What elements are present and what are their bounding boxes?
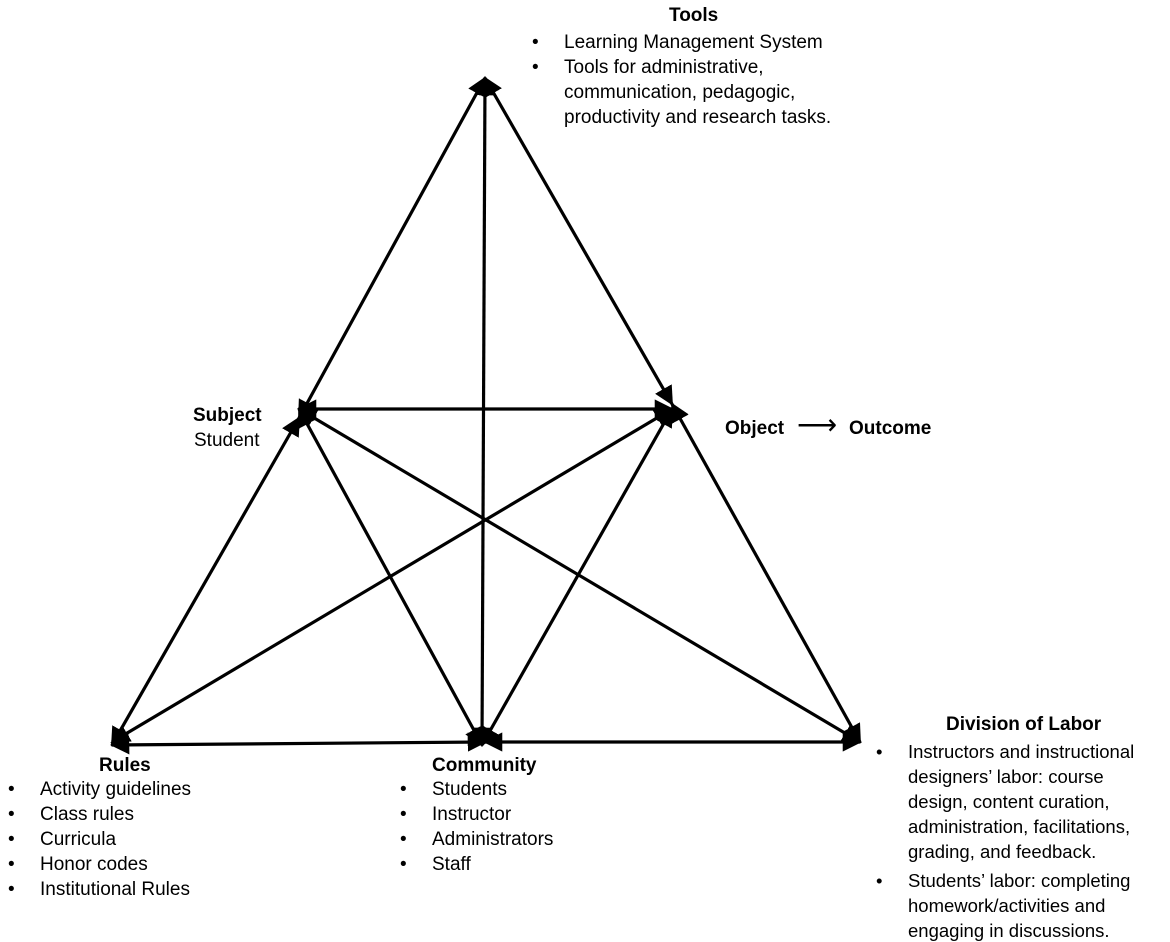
edge-tools-object (483, 76, 674, 406)
tools-list: Learning Management System Tools for adm… (528, 30, 870, 130)
subject-value: Student (194, 430, 260, 451)
edge-rules-community (110, 732, 487, 755)
rules-item: Class rules (4, 802, 191, 827)
rules-item: Institutional Rules (4, 877, 191, 902)
division-of-labor-item: Students’ labor: completing homework/act… (872, 868, 1168, 942)
edge-tools-community (472, 76, 495, 747)
division-of-labor-item: Instructors and instructional designers’… (872, 739, 1168, 864)
division-of-labor-list: Instructors and instructional designers’… (872, 739, 1168, 942)
community-heading: Community (432, 755, 537, 776)
tools-item: Learning Management System (528, 30, 870, 55)
edge-subject-rules (110, 416, 301, 747)
edge-object-community (480, 407, 674, 747)
community-item: Administrators (396, 827, 553, 852)
division-of-labor-heading: Division of Labor (946, 714, 1102, 735)
rules-item: Curricula (4, 827, 191, 852)
rules-list: Activity guidelines Class rules Curricul… (4, 777, 191, 902)
object-outcome-arrow: ⟶ (797, 409, 838, 440)
rules-heading: Rules (99, 755, 151, 776)
edge-object-division (670, 402, 862, 744)
outcome-label: Outcome (849, 418, 932, 439)
object-label: Object (725, 418, 785, 439)
rules-item: Honor codes (4, 852, 191, 877)
community-item: Instructor (396, 802, 553, 827)
edge-tools-subject (297, 76, 487, 420)
community-item: Students (396, 777, 553, 802)
edge-subject-division (297, 407, 862, 744)
tools-item: Tools for administrative, communication,… (528, 55, 870, 130)
rules-item: Activity guidelines (4, 777, 191, 802)
subject-heading: Subject (193, 405, 262, 426)
community-item: Staff (396, 852, 553, 877)
tools-heading: Tools (669, 5, 719, 26)
edge-object-rules (110, 407, 674, 744)
community-list: Students Instructor Administrators Staff (396, 777, 553, 877)
